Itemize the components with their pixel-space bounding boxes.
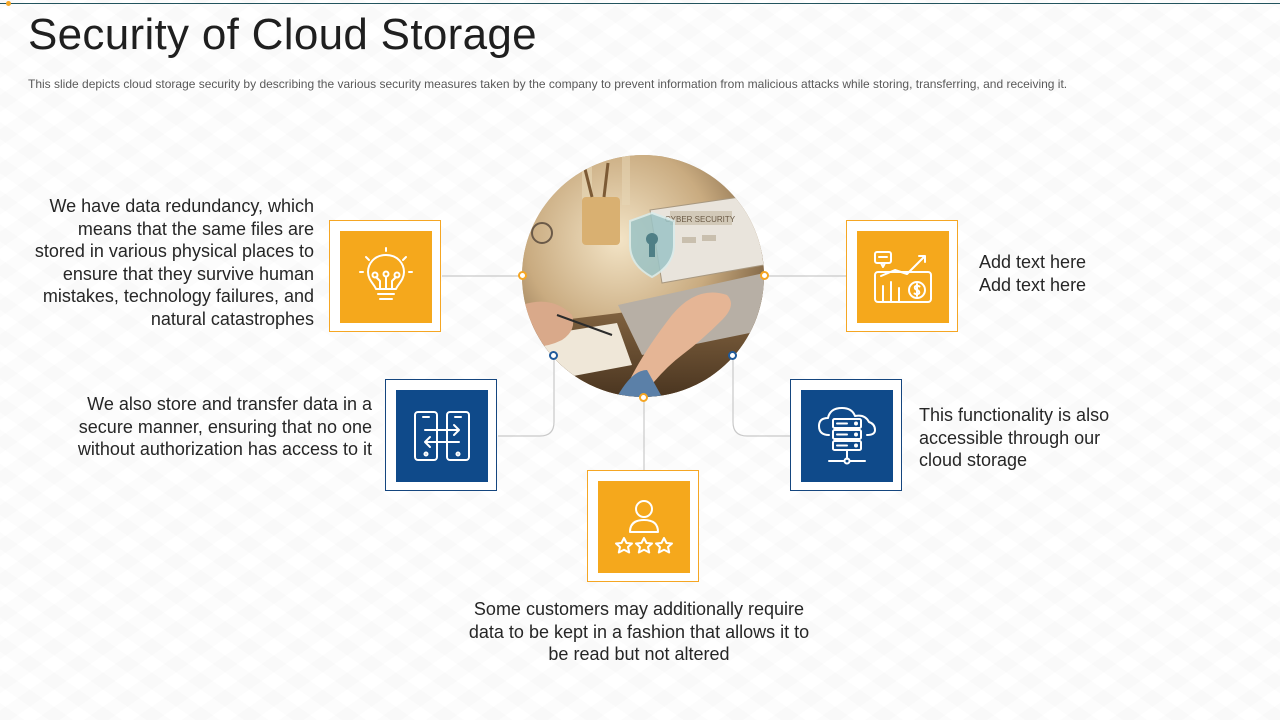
connector-dot-lower-right bbox=[728, 351, 737, 360]
transfer-text: We also store and transfer data in a sec… bbox=[77, 394, 372, 459]
hero-caption: CYBER SECURITY bbox=[665, 215, 736, 224]
connector-dot-right bbox=[760, 271, 769, 280]
hero-photo: CYBER SECURITY bbox=[522, 155, 764, 397]
redundancy-icon-tile bbox=[329, 220, 441, 332]
customers-icon-tile bbox=[587, 470, 699, 582]
placeholder-text-line-2: Add text here bbox=[979, 274, 1087, 295]
connector-dot-left bbox=[518, 271, 527, 280]
financial-growth-icon bbox=[874, 251, 932, 303]
redundancy-text: We have data redundancy, which means tha… bbox=[34, 196, 314, 329]
slide-subtitle: This slide depicts cloud storage securit… bbox=[28, 77, 1068, 91]
slide-title: Security of Cloud Storage bbox=[28, 10, 537, 59]
placeholder-text: Add text here Add text here bbox=[979, 251, 1179, 296]
connector-dot-bottom bbox=[639, 393, 648, 402]
top-rule bbox=[0, 3, 1280, 4]
cloud-icon-tile bbox=[790, 379, 902, 491]
lightbulb-circuit-icon bbox=[359, 247, 413, 300]
shield-lock-icon bbox=[629, 211, 675, 279]
connector-dot-lower-left bbox=[549, 351, 558, 360]
customers-text: Some customers may additionally require … bbox=[468, 599, 810, 664]
placeholder-icon-tile bbox=[846, 220, 958, 332]
placeholder-text-line-1: Add text here bbox=[979, 252, 1087, 272]
transfer-icon-tile bbox=[385, 379, 497, 491]
cloud-server-icon bbox=[818, 407, 876, 465]
data-transfer-icon bbox=[414, 411, 470, 461]
cloud-text: This functionality is also accessible th… bbox=[919, 405, 1110, 470]
user-rating-icon bbox=[615, 500, 673, 554]
top-dot bbox=[6, 1, 11, 6]
